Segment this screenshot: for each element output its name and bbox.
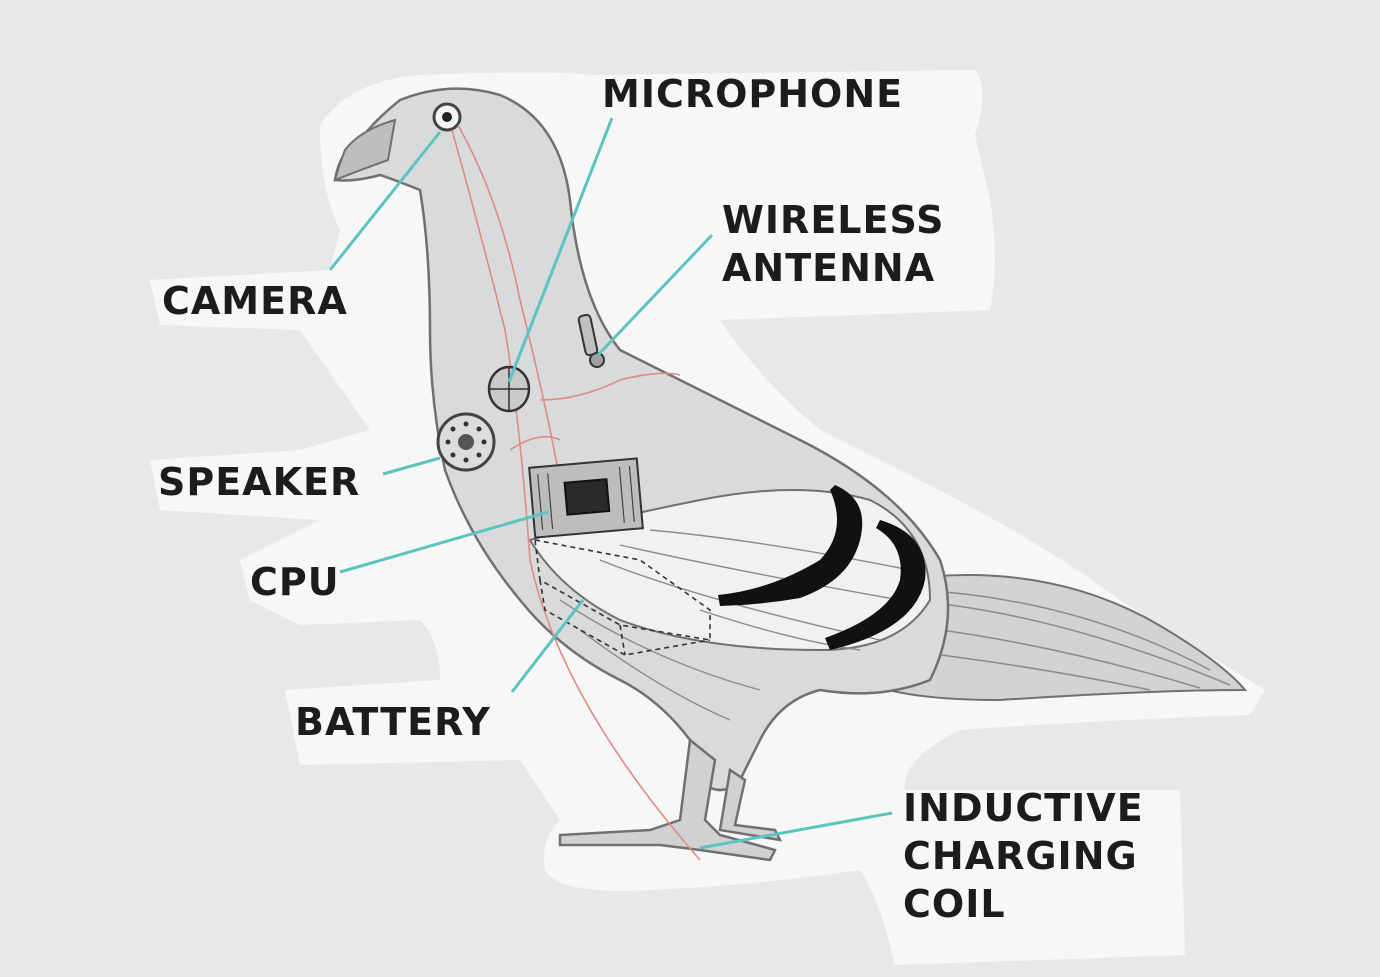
label-camera: CAMERA xyxy=(162,279,348,323)
label-wireless-antenna: WIRELESS ANTENNA xyxy=(722,198,945,290)
leader-antenna xyxy=(596,233,714,357)
label-inductive-charging-coil: INDUCTIVE CHARGING COIL xyxy=(903,786,1144,926)
cpu-chip-icon xyxy=(528,457,644,539)
label-battery: BATTERY xyxy=(295,700,491,744)
leader-lines xyxy=(328,117,893,850)
leader-camera xyxy=(328,131,442,271)
label-cpu: CPU xyxy=(250,560,340,604)
label-speaker: SPEAKER xyxy=(158,460,361,504)
bird-legs xyxy=(558,737,783,862)
internal-wiring xyxy=(451,124,701,861)
label-microphone: MICROPHONE xyxy=(602,72,904,116)
microphone-icon xyxy=(487,365,531,413)
leader-battery xyxy=(510,599,585,693)
beak xyxy=(333,118,397,182)
leader-cpu xyxy=(339,510,549,574)
wing-bar-rear xyxy=(825,520,926,650)
leader-coil xyxy=(699,811,893,850)
antenna-icon xyxy=(577,313,605,368)
wing-bar-front xyxy=(718,485,863,606)
battery-outline xyxy=(534,539,711,656)
leader-speaker xyxy=(382,456,441,476)
speaker-icon xyxy=(436,412,496,472)
leader-microphone xyxy=(507,117,614,383)
